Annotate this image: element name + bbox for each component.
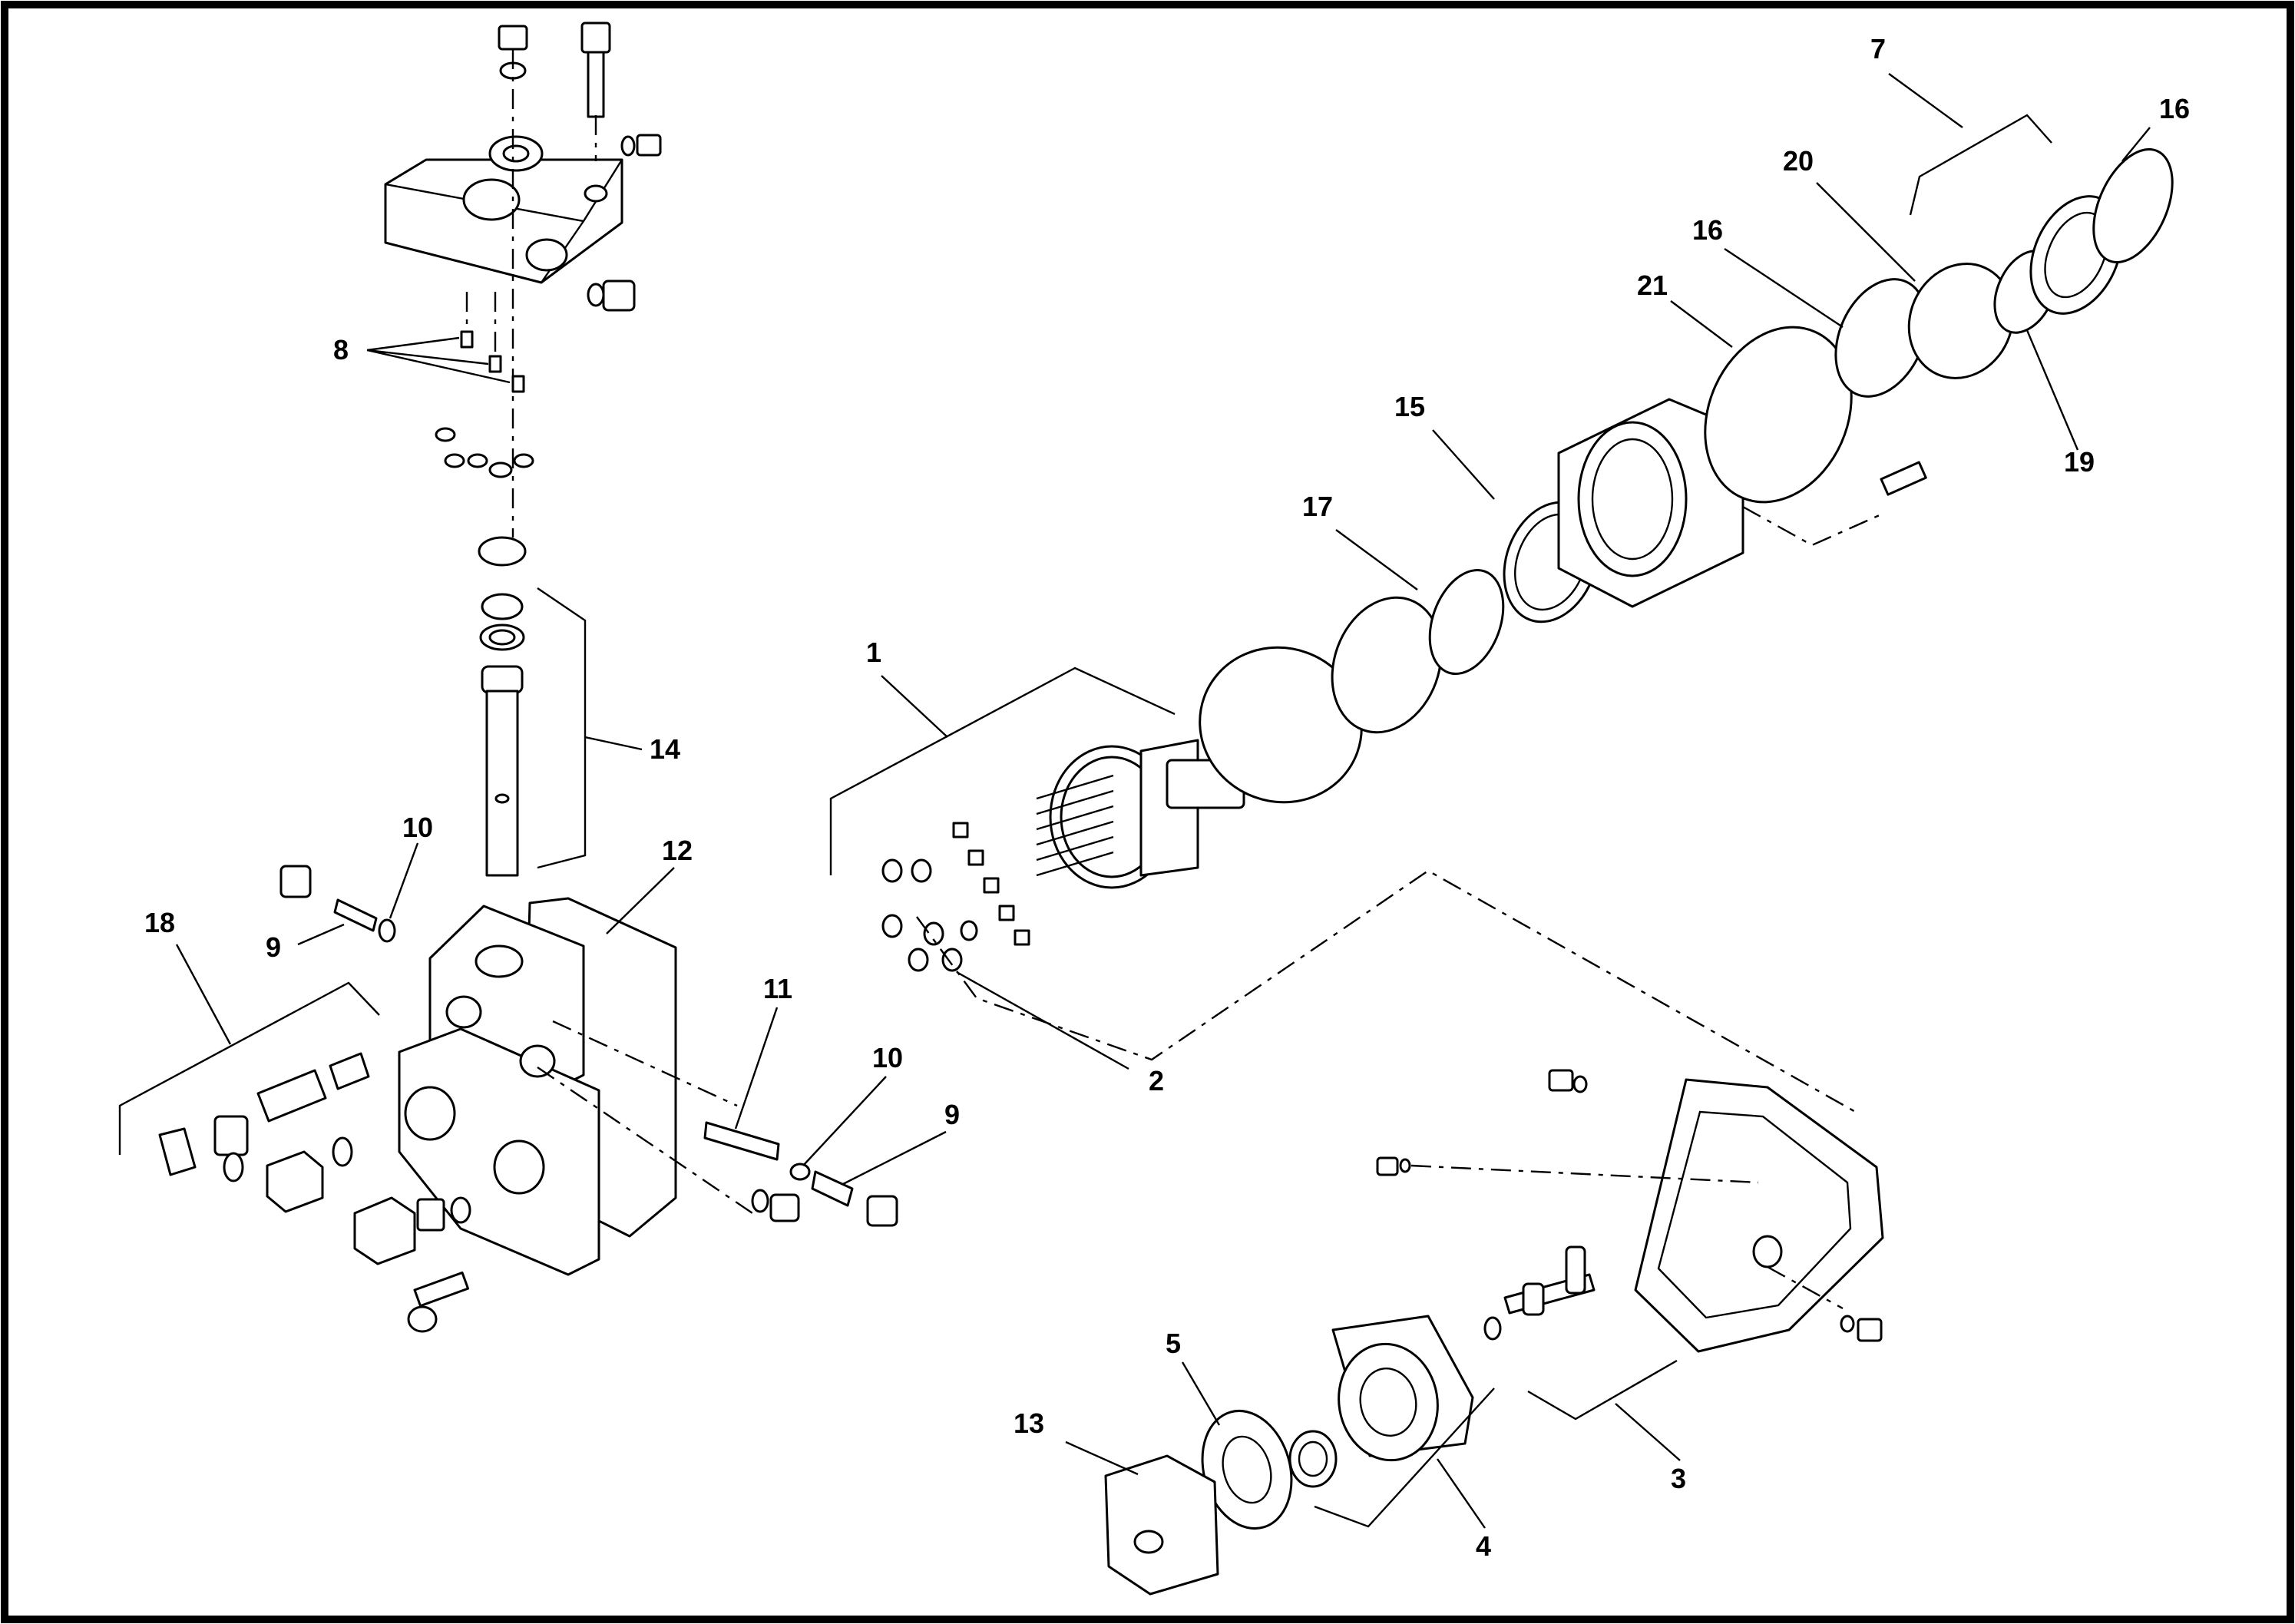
- retaining-ring-17: [1428, 569, 1505, 675]
- retaining-ring-16b: [2092, 148, 2174, 263]
- motor-housing: [1634, 1078, 1884, 1353]
- callout-label: 8: [333, 334, 349, 365]
- gasket-large: [1199, 646, 1363, 804]
- valve-block-assembly: 12: [398, 835, 753, 1276]
- callout-label: 9: [944, 1099, 960, 1130]
- relief-parts-right: 11 10 9: [703, 973, 960, 1227]
- callout-label: 11: [763, 973, 792, 1004]
- motor-housing-assembly: 3: [1376, 1069, 1884, 1494]
- control-cover: [384, 158, 623, 284]
- cover-plate-21: [1704, 326, 1853, 504]
- end-cap-13: [1104, 1454, 1219, 1596]
- callout-label: 10: [402, 812, 433, 843]
- center-seals: 17 15: [1199, 391, 1599, 804]
- cylinder-block-assembly: 4 5 13: [1014, 1315, 1495, 1596]
- callout-8: 8: [333, 334, 511, 384]
- callout-label: 2: [1149, 1065, 1164, 1096]
- bearing-housing-assembly: 21 16 20 7 16 19: [1557, 33, 2190, 608]
- seal-disc-20: [1907, 263, 2015, 379]
- callout-label: 16: [2159, 93, 2190, 124]
- callout-label: 18: [144, 907, 175, 938]
- callout-label: 14: [650, 733, 680, 765]
- callout-label: 19: [2064, 446, 2095, 478]
- callout-label: 12: [662, 835, 693, 866]
- spool-shaft: [485, 690, 519, 877]
- bolt-head: [580, 21, 611, 54]
- bolt-shank: [587, 51, 605, 118]
- callout-label: 7: [1870, 33, 1886, 64]
- seal-ring: [478, 536, 527, 567]
- relief-valve-group: 18: [118, 907, 471, 1333]
- gasket-medium: [1331, 596, 1443, 734]
- callout-label: 10: [872, 1042, 903, 1073]
- callout-label: 3: [1671, 1463, 1686, 1494]
- callout-label: 21: [1637, 270, 1668, 301]
- callout-label: 17: [1302, 491, 1333, 522]
- cap-screw: [498, 25, 528, 51]
- relief-parts-upper: 10 9: [266, 812, 433, 963]
- needle-bearing: [1288, 1430, 1338, 1488]
- rotating-group: 1 2: [829, 637, 1859, 1115]
- callout-label: 13: [1014, 1407, 1044, 1439]
- callout-label: 5: [1166, 1328, 1181, 1359]
- callout-label: 4: [1476, 1530, 1491, 1562]
- callout-label: 1: [866, 637, 881, 668]
- callout-label: 9: [266, 931, 281, 963]
- spool-assembly: 14: [479, 587, 680, 877]
- control-cover-assembly: [384, 21, 662, 567]
- callout-label: 15: [1394, 391, 1425, 422]
- spool-head: [481, 665, 524, 694]
- callout-label: 20: [1783, 145, 1814, 177]
- callout-label: 16: [1692, 214, 1723, 246]
